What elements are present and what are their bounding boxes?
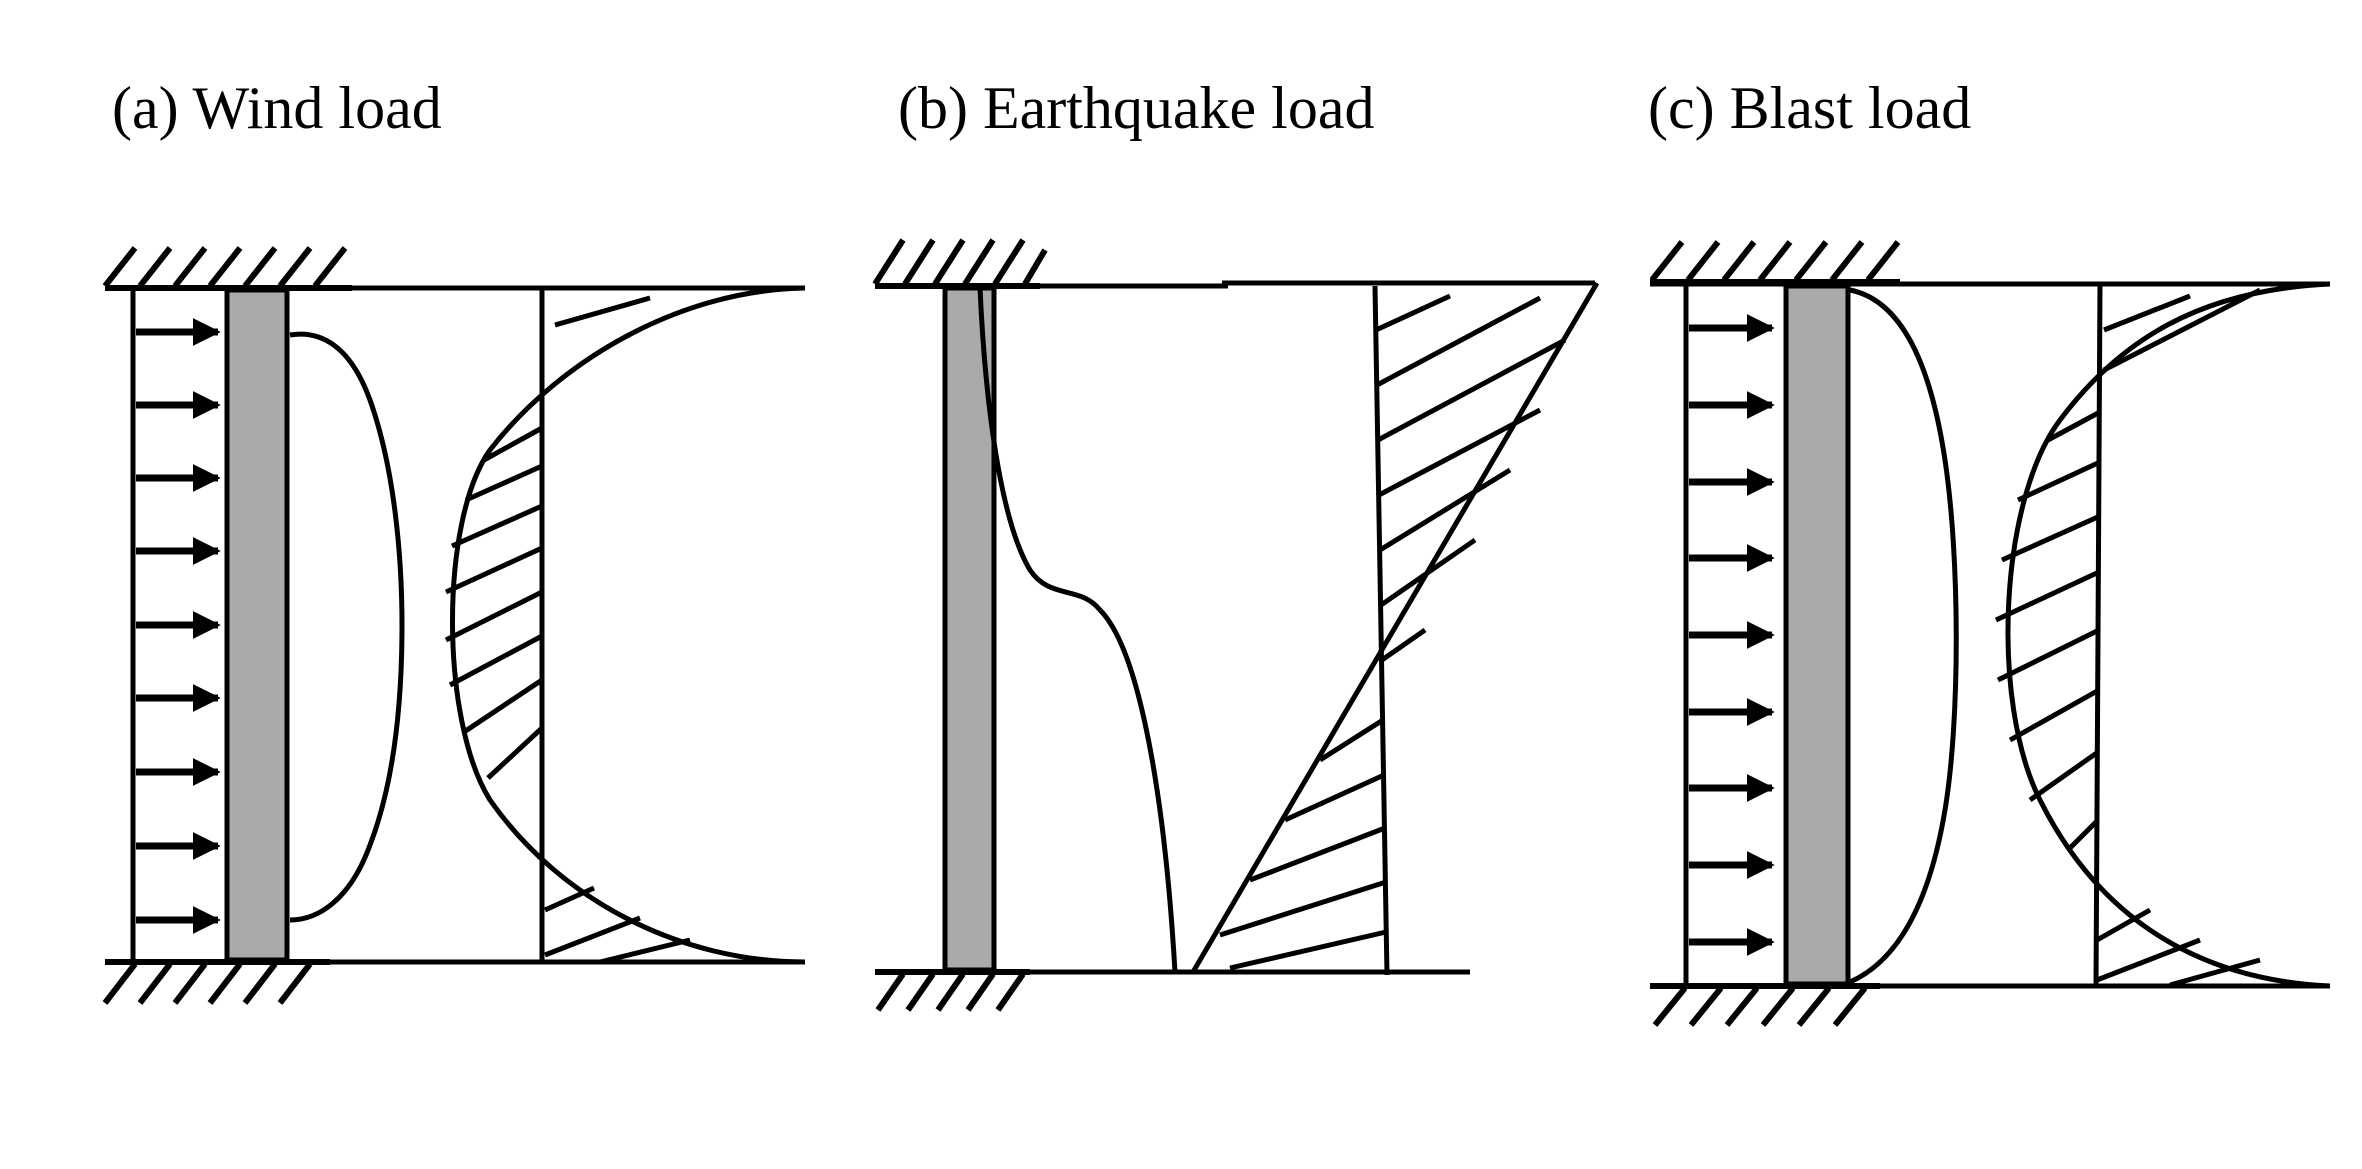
deflection-curve <box>289 331 405 923</box>
panel-c-caption: (c) Blast load <box>1648 75 1972 141</box>
deflection-curve <box>1848 287 1959 985</box>
wind-pressure-arrows <box>136 318 221 934</box>
bottom-fixed-support-icon <box>1650 983 1880 1027</box>
moment-baseline <box>2093 283 2103 987</box>
moment-curve <box>450 285 806 965</box>
bottom-fixed-support-icon <box>102 959 330 1005</box>
wall-column <box>224 287 290 963</box>
moment-hatching <box>444 295 691 965</box>
bottom-fixed-support-icon <box>875 969 1030 1012</box>
panel-c-blast-load <box>1649 240 2331 1027</box>
top-fixed-support-icon <box>102 246 352 291</box>
panel-a-wind-load <box>102 246 806 1005</box>
panel-a-caption: (a) Wind load <box>112 75 442 141</box>
deflection-curve <box>977 287 1178 973</box>
wall-column <box>942 285 997 973</box>
moment-hatching <box>1994 287 2262 988</box>
panel-b-caption: (b) Earthquake load <box>898 75 1375 141</box>
moment-hatching <box>1219 293 1567 971</box>
moment-baseline <box>1372 285 1390 976</box>
top-fixed-support-icon <box>872 238 1048 289</box>
moment-curve <box>2005 281 2331 989</box>
wall-column <box>1783 283 1851 987</box>
moment-diagonal-line <box>1190 281 1600 974</box>
top-fixed-support-icon <box>1649 240 1901 285</box>
panel-b-earthquake-load <box>872 238 1600 1012</box>
blast-pressure-arrows <box>1689 314 1775 956</box>
